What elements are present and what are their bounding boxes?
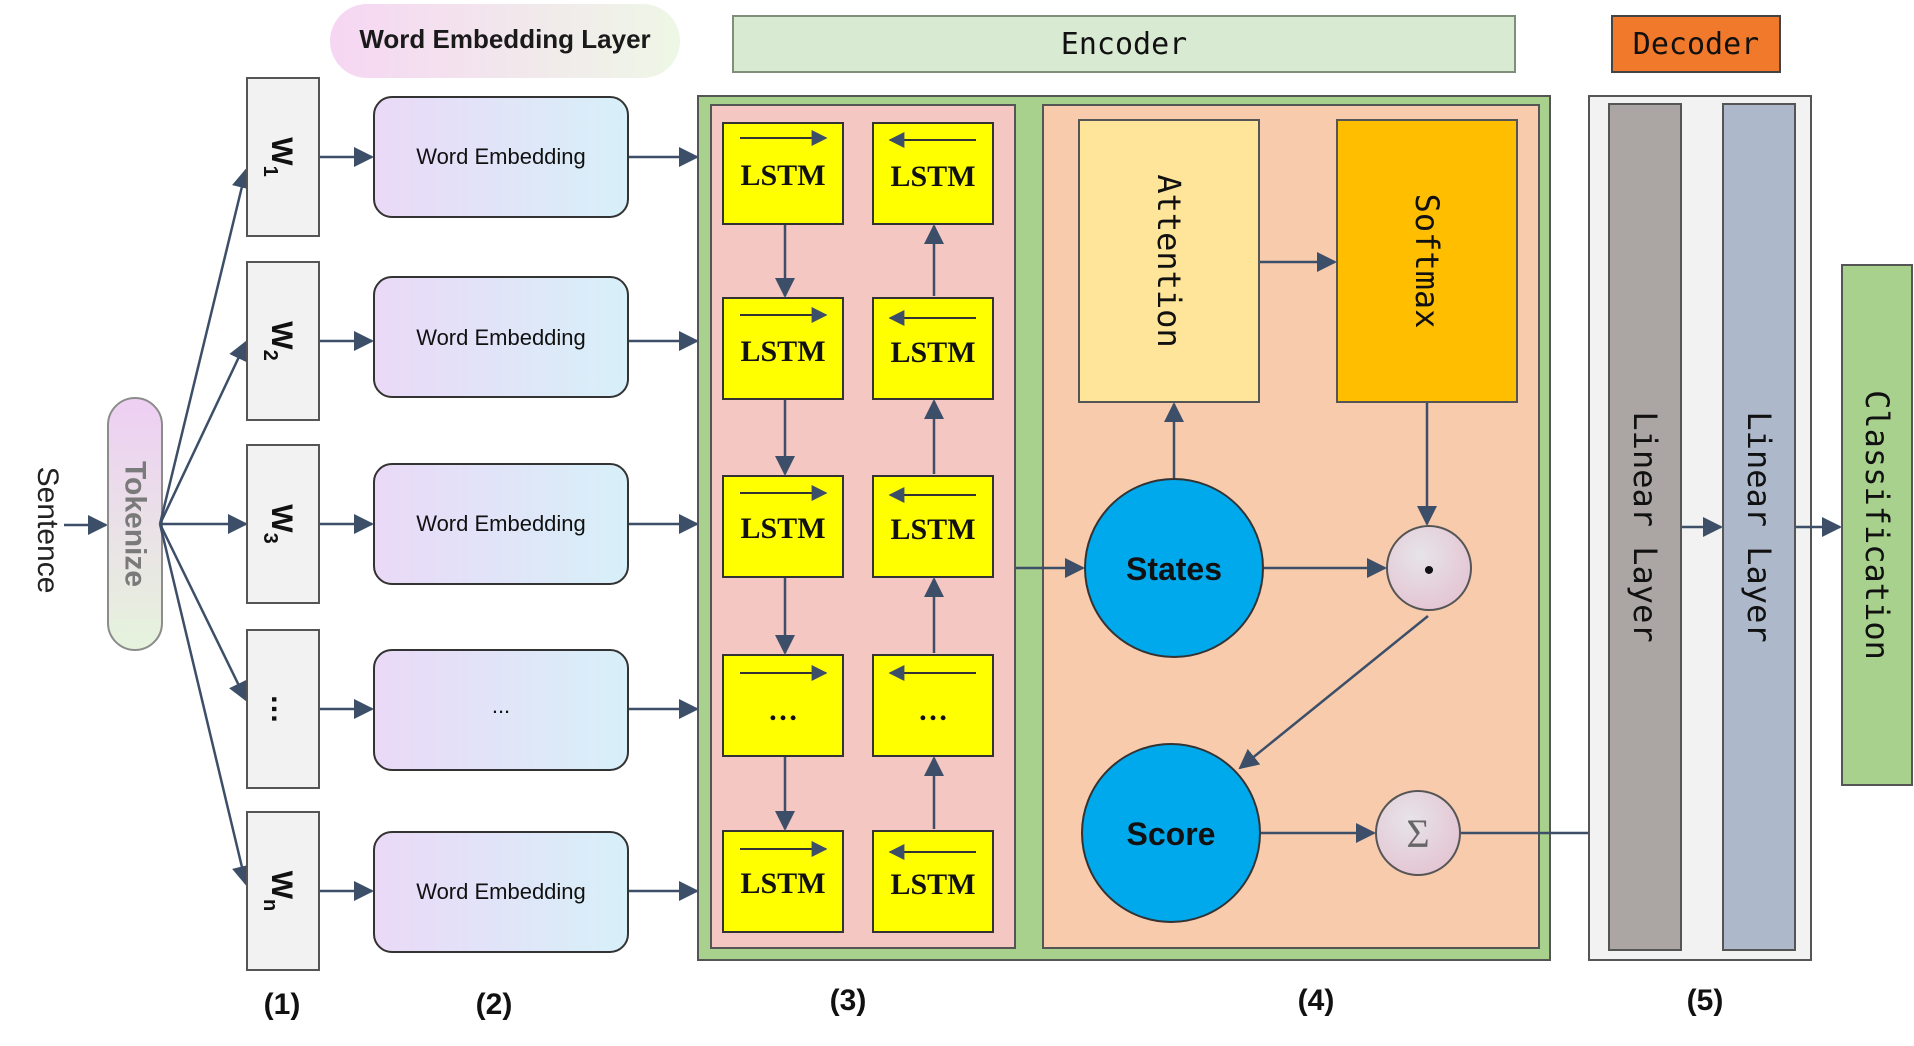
forward-lstm-cell-3: LSTM: [722, 475, 844, 578]
classification-block: Classification: [1841, 264, 1913, 786]
forward-lstm-cell-2: LSTM: [722, 297, 844, 400]
forward-lstm-cell-n: LSTM: [722, 830, 844, 933]
stage-label-2: (2): [476, 988, 513, 1021]
svg-text:•: •: [1424, 554, 1435, 587]
tokenize-label: Tokenize: [119, 461, 152, 587]
forward-lstm-cell-ellipsis: …: [722, 654, 844, 757]
embedding-to-encoder-arrows: [629, 147, 699, 901]
svg-text:Score: Score: [1127, 816, 1216, 852]
encoder-header-bg: [732, 15, 1516, 73]
svg-text:LSTM: LSTM: [740, 867, 825, 900]
svg-text:Linear Layer: Linear Layer: [1626, 411, 1664, 642]
states-node: States: [1084, 478, 1264, 658]
svg-text:LSTM: LSTM: [890, 868, 975, 901]
svg-text:Word Embedding: Word Embedding: [416, 144, 586, 169]
svg-text:Classification: Classification: [1858, 390, 1896, 660]
svg-text:…: …: [768, 694, 798, 727]
word-embedding-box-3: Word Embedding: [373, 463, 629, 585]
linear-layer-1: Linear Layer: [1608, 103, 1682, 951]
svg-text:Softmax: Softmax: [1408, 194, 1446, 329]
svg-text:Linear Layer: Linear Layer: [1740, 411, 1778, 642]
sentence-label: Sentence: [31, 467, 64, 594]
backward-lstm-cell-2: LSTM: [872, 297, 994, 400]
svg-text:LSTM: LSTM: [890, 336, 975, 369]
tokenize-fanout-arrows: [158, 168, 252, 886]
word-token-1: W1: [246, 77, 320, 237]
word-token-n: Wn: [246, 811, 320, 971]
backward-lstm-cell-ellipsis: …: [872, 654, 994, 757]
stage-label-1: (1): [264, 988, 301, 1021]
token-to-embedding-arrows: [320, 147, 374, 901]
word-embedding-box-1: Word Embedding: [373, 96, 629, 218]
word-embedding-layer-header: Word Embedding Layer: [359, 24, 650, 54]
linear-layer-2: Linear Layer: [1722, 103, 1796, 951]
backward-lstm-cell-1: LSTM: [872, 122, 994, 225]
svg-text:Word Embedding: Word Embedding: [416, 325, 586, 350]
decoder-header: Decoder: [1633, 27, 1759, 62]
word-embedding-box-n: Word Embedding: [373, 831, 629, 953]
svg-text:...: ...: [492, 693, 510, 718]
word-token-ellipsis: …: [246, 629, 320, 789]
word-token-3: W3: [246, 444, 320, 604]
svg-text:States: States: [1126, 551, 1222, 587]
word-embedding-layer-header-bg: [330, 4, 680, 78]
svg-text:…: …: [265, 694, 298, 724]
svg-text:W3: W3: [259, 504, 298, 543]
attention-flow-arrows: [1016, 252, 1610, 843]
word-embedding-box-ellipsis: ...: [373, 649, 629, 771]
svg-text:LSTM: LSTM: [740, 512, 825, 545]
svg-text:LSTM: LSTM: [740, 335, 825, 368]
stage-label-4: (4): [1298, 984, 1335, 1017]
svg-text:W2: W2: [259, 321, 298, 360]
svg-text:LSTM: LSTM: [740, 159, 825, 192]
softmax-block: Softmax: [1336, 119, 1518, 403]
svg-text:W1: W1: [259, 137, 298, 176]
stage-label-3: (3): [830, 984, 867, 1017]
stage-label-5: (5): [1687, 984, 1724, 1017]
svg-text:LSTM: LSTM: [890, 160, 975, 193]
dot-product-node: •: [1386, 525, 1472, 611]
svg-text:Word Embedding: Word Embedding: [416, 511, 586, 536]
encoder-header: Encoder: [1061, 27, 1187, 62]
backward-lstm-cell-3: LSTM: [872, 475, 994, 578]
svg-text:Wn: Wn: [259, 871, 298, 912]
svg-text:Word Embedding: Word Embedding: [416, 879, 586, 904]
svg-text:…: …: [918, 694, 948, 727]
sum-node: Σ: [1375, 790, 1461, 876]
svg-text:LSTM: LSTM: [890, 513, 975, 546]
word-token-2: W2: [246, 261, 320, 421]
svg-text:Σ: Σ: [1406, 811, 1429, 856]
attention-block: Attention: [1078, 119, 1260, 403]
score-node: Score: [1081, 743, 1261, 923]
svg-text:Attention: Attention: [1150, 174, 1188, 347]
word-embedding-box-2: Word Embedding: [373, 276, 629, 398]
decoder-header-bg: [1611, 15, 1781, 73]
backward-lstm-cell-n: LSTM: [872, 830, 994, 933]
forward-lstm-cell-1: LSTM: [722, 122, 844, 225]
